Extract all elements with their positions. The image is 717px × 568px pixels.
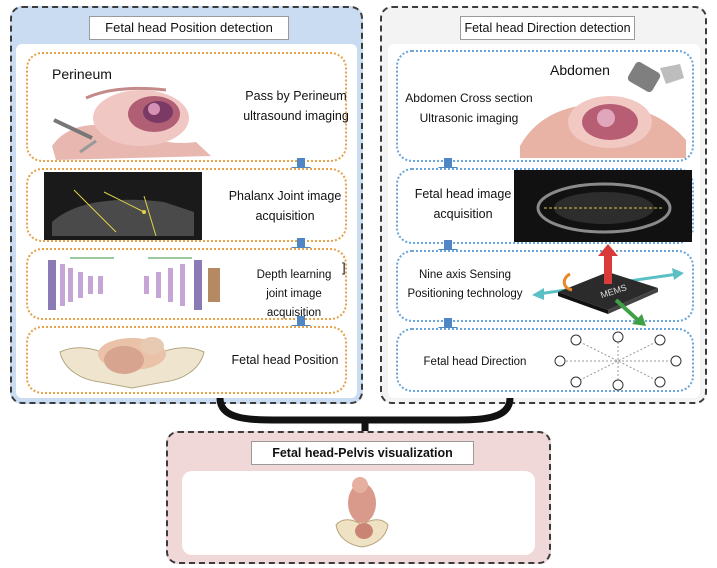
nine-axis-line2: Positioning technology — [402, 285, 528, 304]
phalanx-step-line2: acquisition — [224, 206, 346, 226]
pelvis-visualization-content — [182, 471, 535, 555]
perineum-step-text: Pass by Perineum ultrasound imaging — [242, 86, 350, 126]
nine-axis-line1: Nine axis Sensing — [402, 266, 528, 285]
perineum-step-line1: Pass by Perineum — [242, 86, 350, 106]
fetus-in-pelvis-illustration — [332, 473, 392, 553]
depth-learning-line1: Depth learning — [242, 266, 346, 285]
step-phalanx-joint: Phalanx Joint image acquisition — [26, 168, 347, 242]
pelvis-visualization-panel: Fetal head-Pelvis visualization — [166, 431, 551, 564]
phalanx-step-line1: Phalanx Joint image — [224, 186, 346, 206]
position-detection-content: Perineum Pass by Perineum ultrasound ima… — [16, 44, 357, 398]
perineum-anatomy-illustration — [46, 76, 216, 162]
step-perineum-ultrasound: Perineum Pass by Perineum ultrasound ima… — [26, 52, 347, 162]
ultrasound-joint-image — [44, 172, 202, 240]
abdomen-step-text: Abdomen Cross section Ultrasonic imaging — [404, 88, 534, 128]
pelvis-illustration — [52, 330, 212, 392]
direction-detection-title: Fetal head Direction detection — [460, 16, 635, 40]
position-detection-panel: Fetal head Position detection Perineum P… — [10, 6, 363, 404]
step-fetal-head-image: Fetal head image acquisition — [396, 168, 694, 244]
fetal-head-image-line2: acquisition — [408, 204, 518, 224]
merge-connector — [210, 398, 520, 434]
fetal-head-ultrasound-image — [514, 170, 692, 242]
step-abdomen-ultrasound: Abdomen Abdomen Cross section Ultrasonic… — [396, 50, 694, 162]
step-nine-axis-sensing: Nine axis Sensing Positioning technology… — [396, 250, 694, 322]
perineum-step-line2: ultrasound imaging — [242, 106, 350, 126]
fetal-head-direction-text: Fetal head Direction — [410, 352, 540, 372]
abdomen-step-line2: Ultrasonic imaging — [404, 108, 534, 128]
phalanx-step-text: Phalanx Joint image acquisition — [224, 186, 346, 226]
pelvis-visualization-title: Fetal head-Pelvis visualization — [251, 441, 474, 465]
bracket-mark: ] — [342, 260, 346, 275]
direction-detection-panel: Fetal head Direction detection Abdomen A… — [380, 6, 707, 404]
fetal-head-image-line1: Fetal head image — [408, 184, 518, 204]
step-fetal-head-position: Fetal head Position — [26, 326, 347, 394]
head-orientation-diagram — [548, 330, 688, 392]
nine-axis-text: Nine axis Sensing Positioning technology — [402, 266, 528, 304]
depth-learning-step-text: Depth learning joint image acquisition — [242, 266, 346, 323]
fetal-head-image-text: Fetal head image acquisition — [408, 184, 518, 224]
position-detection-title: Fetal head Position detection — [89, 16, 289, 40]
step-depth-learning: Depth learning joint image acquisition ] — [26, 248, 347, 320]
abdomen-step-line1: Abdomen Cross section — [404, 88, 534, 108]
neural-network-diagram — [44, 254, 226, 316]
mems-sensor-illustration: MEMS — [528, 244, 688, 328]
abdomen-anatomy-illustration — [510, 60, 692, 160]
fetal-head-position-text: Fetal head Position — [224, 350, 346, 370]
direction-detection-content: Abdomen Abdomen Cross section Ultrasonic… — [388, 44, 700, 398]
step-fetal-head-direction: Fetal head Direction — [396, 328, 694, 392]
